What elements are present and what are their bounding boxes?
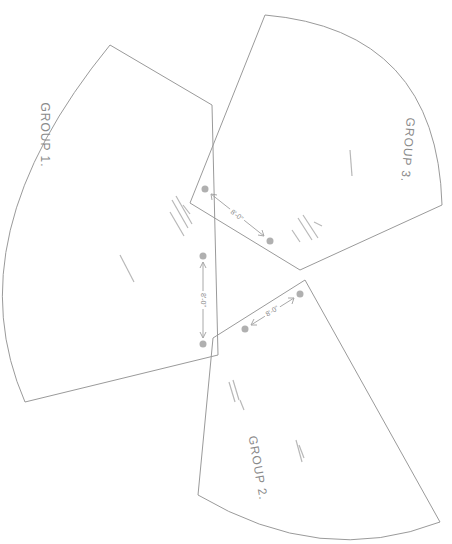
group-label: GROUP 2.: [245, 435, 270, 502]
group-label: GROUP 1.: [38, 102, 52, 167]
dimension-label: 8'-0": [200, 291, 207, 309]
group-sector: GROUP 3.: [188, 13, 444, 272]
dimension-label: 8'-0": [263, 303, 282, 318]
sector-outline: [196, 278, 442, 540]
dimension-dots: [200, 186, 304, 348]
sector-outline: [8, 43, 220, 404]
group-sector: GROUP 1.: [8, 43, 220, 404]
dimension-label: 8'-0": [228, 207, 246, 224]
equipment-sketch: [120, 150, 352, 462]
group-sector: GROUP 2.: [196, 278, 442, 540]
group-label: GROUP 3.: [398, 117, 418, 183]
